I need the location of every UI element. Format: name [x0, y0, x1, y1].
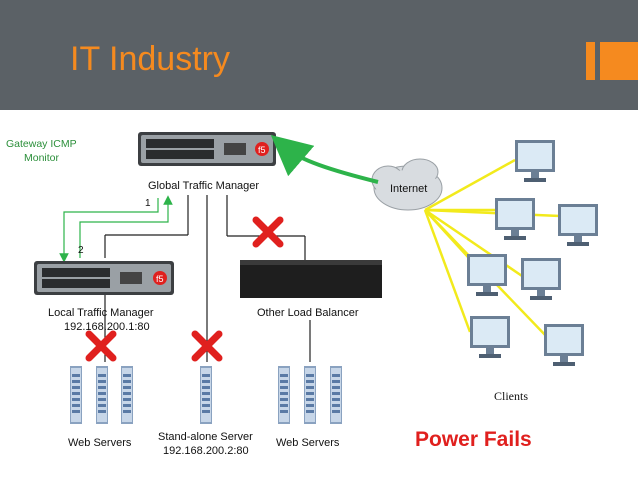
- step-2-label: 2: [78, 245, 84, 256]
- ltm-ip: 192.168.200.1:80: [64, 321, 150, 333]
- other-lb-label: Other Load Balancer: [257, 307, 359, 319]
- svg-text:f5: f5: [258, 145, 266, 155]
- web-servers-left: [70, 366, 133, 424]
- internet-label: Internet: [390, 183, 427, 195]
- svg-text:f5: f5: [156, 274, 164, 284]
- gateway-label-line1: Gateway ICMP: [6, 138, 77, 150]
- accent-logo: [586, 42, 638, 80]
- ltm-label: Local Traffic Manager: [48, 307, 154, 319]
- internet-cloud: [371, 158, 443, 211]
- other-load-balancer-device: [240, 260, 382, 298]
- gtm-label: Global Traffic Manager: [148, 180, 259, 192]
- failure-x-icon: [256, 220, 280, 244]
- network-diagram: 1 2 Gateway ICMP Monitor f5 Global Traff…: [6, 132, 598, 457]
- web-servers-right-label: Web Servers: [276, 437, 340, 449]
- standalone-label: Stand-alone Server: [158, 431, 253, 443]
- gateway-label-line2: Monitor: [24, 152, 60, 164]
- standalone-server: [200, 366, 212, 424]
- standalone-ip: 192.168.200.2:80: [163, 445, 249, 457]
- clients-label: Clients: [494, 389, 528, 403]
- client-monitor-icon: [495, 198, 535, 240]
- slide-header: IT Industry: [0, 0, 638, 110]
- web-servers-left-label: Web Servers: [68, 437, 132, 449]
- local-traffic-manager-device: f5: [34, 261, 174, 295]
- client-links: [423, 158, 561, 339]
- web-servers-right: [278, 366, 342, 424]
- failure-x-icon: [89, 334, 113, 358]
- gateway-monitor-arrow: [270, 134, 379, 184]
- monitor-arrows: [59, 195, 173, 263]
- client-monitor-icon: [515, 140, 555, 182]
- client-monitor-icon: [558, 204, 598, 246]
- client-monitor-icon: [521, 258, 561, 300]
- power-fails-label: Power Fails: [415, 428, 532, 451]
- client-monitor-icon: [470, 316, 510, 358]
- step-1-label: 1: [145, 198, 151, 209]
- client-monitor-icon: [544, 324, 584, 366]
- slide-title: IT Industry: [70, 40, 230, 78]
- global-traffic-manager-device: f5: [138, 132, 276, 166]
